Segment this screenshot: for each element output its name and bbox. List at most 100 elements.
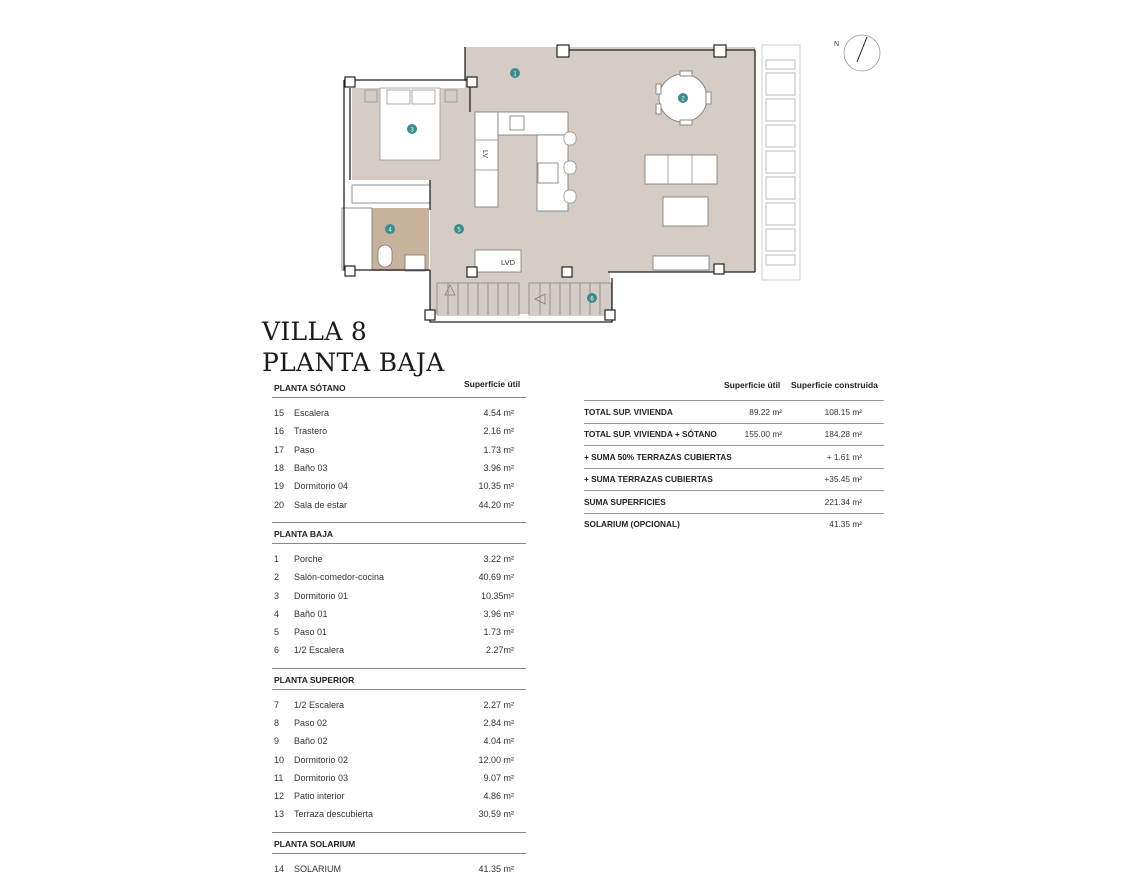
room-marker: 5	[454, 224, 464, 234]
total-label: + SUMA 50% TERRAZAS CUBIERTAS	[584, 451, 732, 462]
section-header: PLANTA SÓTANO	[272, 377, 526, 398]
right-col-util: Superficie útil	[724, 380, 781, 390]
room-marker: 3	[407, 124, 417, 134]
table-row: 2 Salón-comedor-cocina 40.69 m²	[272, 568, 526, 586]
room-number: 2	[274, 572, 280, 583]
room-number: 11	[274, 772, 284, 783]
svg-text:1: 1	[513, 71, 517, 77]
table-row: 18 Baño 03 3.96 m²	[272, 459, 526, 477]
room-area: 3.96 m²	[483, 608, 514, 619]
page-title: VILLA 8 PLANTA BAJA	[262, 316, 444, 378]
total-construida: + 1.61 m²	[826, 451, 862, 462]
room-area: 2.27m²	[485, 645, 514, 656]
walls	[343, 47, 756, 323]
room-area: 9.07 m²	[483, 772, 514, 783]
room-area: 30.59 m²	[478, 809, 514, 820]
left-col-header: Superficie útil	[464, 379, 521, 389]
room-name: Salón-comedor-cocina	[294, 572, 385, 583]
room-area: 3.22 m²	[483, 553, 514, 564]
section-header: PLANTA SUPERIOR	[272, 667, 526, 690]
table-row: 15 Escalera 4.54 m²	[272, 404, 526, 422]
room-area: 4.54 m²	[483, 408, 514, 419]
table-row: 20 Sala de estar 44.20 m²	[272, 495, 526, 513]
room-area: 40.69 m²	[478, 572, 514, 583]
total-construida: 221.34 m²	[824, 496, 862, 507]
svg-text:4: 4	[388, 227, 392, 233]
room-number: 5	[274, 627, 280, 638]
total-construida: +35.45 m²	[824, 474, 862, 485]
table-row: 13 Terraza descubierta 30.59 m²	[272, 805, 526, 823]
room-area: 2.16 m²	[483, 426, 514, 437]
room-name: SOLARIUM	[294, 863, 342, 874]
room-name: Paso	[294, 444, 315, 455]
svg-text:5: 5	[457, 227, 461, 233]
room-marker: 1	[510, 68, 520, 78]
total-util: 155.00 m²	[744, 429, 782, 440]
totals-row: SOLARIUM (OPCIONAL) 41.35 m²	[584, 514, 884, 536]
room-name: Dormitorio 03	[294, 772, 349, 783]
room-number: 13	[274, 809, 285, 820]
room-number: 12	[274, 791, 285, 802]
title-planta: PLANTA BAJA	[262, 348, 445, 377]
room-number: 18	[274, 463, 285, 474]
total-util: 89.22 m²	[749, 406, 782, 417]
room-number: 14	[274, 863, 285, 874]
columns	[344, 44, 727, 321]
room-number: 20	[274, 499, 285, 510]
total-construida: 108.15 m²	[824, 406, 862, 417]
room-area: 3.96 m²	[483, 463, 514, 474]
room-area: 4.04 m²	[483, 736, 514, 747]
room-area: 1.73 m²	[483, 627, 514, 638]
room-area: 44.20 m²	[478, 499, 514, 510]
room-number: 15	[274, 408, 285, 419]
rooms-table: PLANTA SÓTANO 15 Escalera 4.54 m² 16 Trastero…	[272, 377, 526, 878]
table-row: 7 1/2 Escalera 2.27 m²	[272, 696, 526, 714]
room-area: 10.35 m²	[478, 481, 514, 492]
room-area: 2.27 m²	[483, 699, 514, 710]
total-label: SOLARIUM (OPCIONAL)	[584, 519, 680, 530]
room-name: 1/2 Escalera	[294, 699, 345, 710]
room-number: 9	[274, 736, 280, 747]
room-name: Porche	[294, 553, 323, 564]
room-number: 8	[274, 718, 280, 728]
room-name: Baño 03	[294, 463, 328, 474]
total-construida: 41.35 m²	[829, 519, 862, 530]
room-number: 17	[274, 444, 285, 455]
room-name: Sala de estar	[294, 499, 348, 510]
room-number: 16	[274, 426, 285, 437]
room-area: 4.86 m²	[483, 791, 514, 802]
total-label: TOTAL SUP. VIVIENDA + SÓTANO	[584, 429, 717, 440]
totals-row: + SUMA 50% TERRAZAS CUBIERTAS + 1.61 m²	[584, 446, 884, 469]
lv-label: LV	[481, 150, 488, 158]
room-name: Trastero	[294, 426, 328, 437]
room-name: Terraza descubierta	[294, 809, 374, 820]
room-number: 7	[274, 699, 280, 710]
room-name: Paso 02	[294, 718, 328, 728]
room-name: Dormitorio 01	[294, 590, 349, 601]
table-row: 11 Dormitorio 03 9.07 m²	[272, 769, 526, 787]
room-number: 10	[274, 754, 285, 765]
room-number: 19	[274, 481, 285, 492]
section-header: PLANTA BAJA	[272, 521, 526, 544]
room-number: 4	[274, 608, 280, 619]
room-name: Escalera	[294, 408, 330, 419]
table-row: 16 Trastero 2.16 m²	[272, 422, 526, 440]
title-villa: VILLA 8	[262, 317, 368, 346]
room-number: 6	[274, 645, 280, 656]
room-number: 3	[274, 590, 280, 601]
